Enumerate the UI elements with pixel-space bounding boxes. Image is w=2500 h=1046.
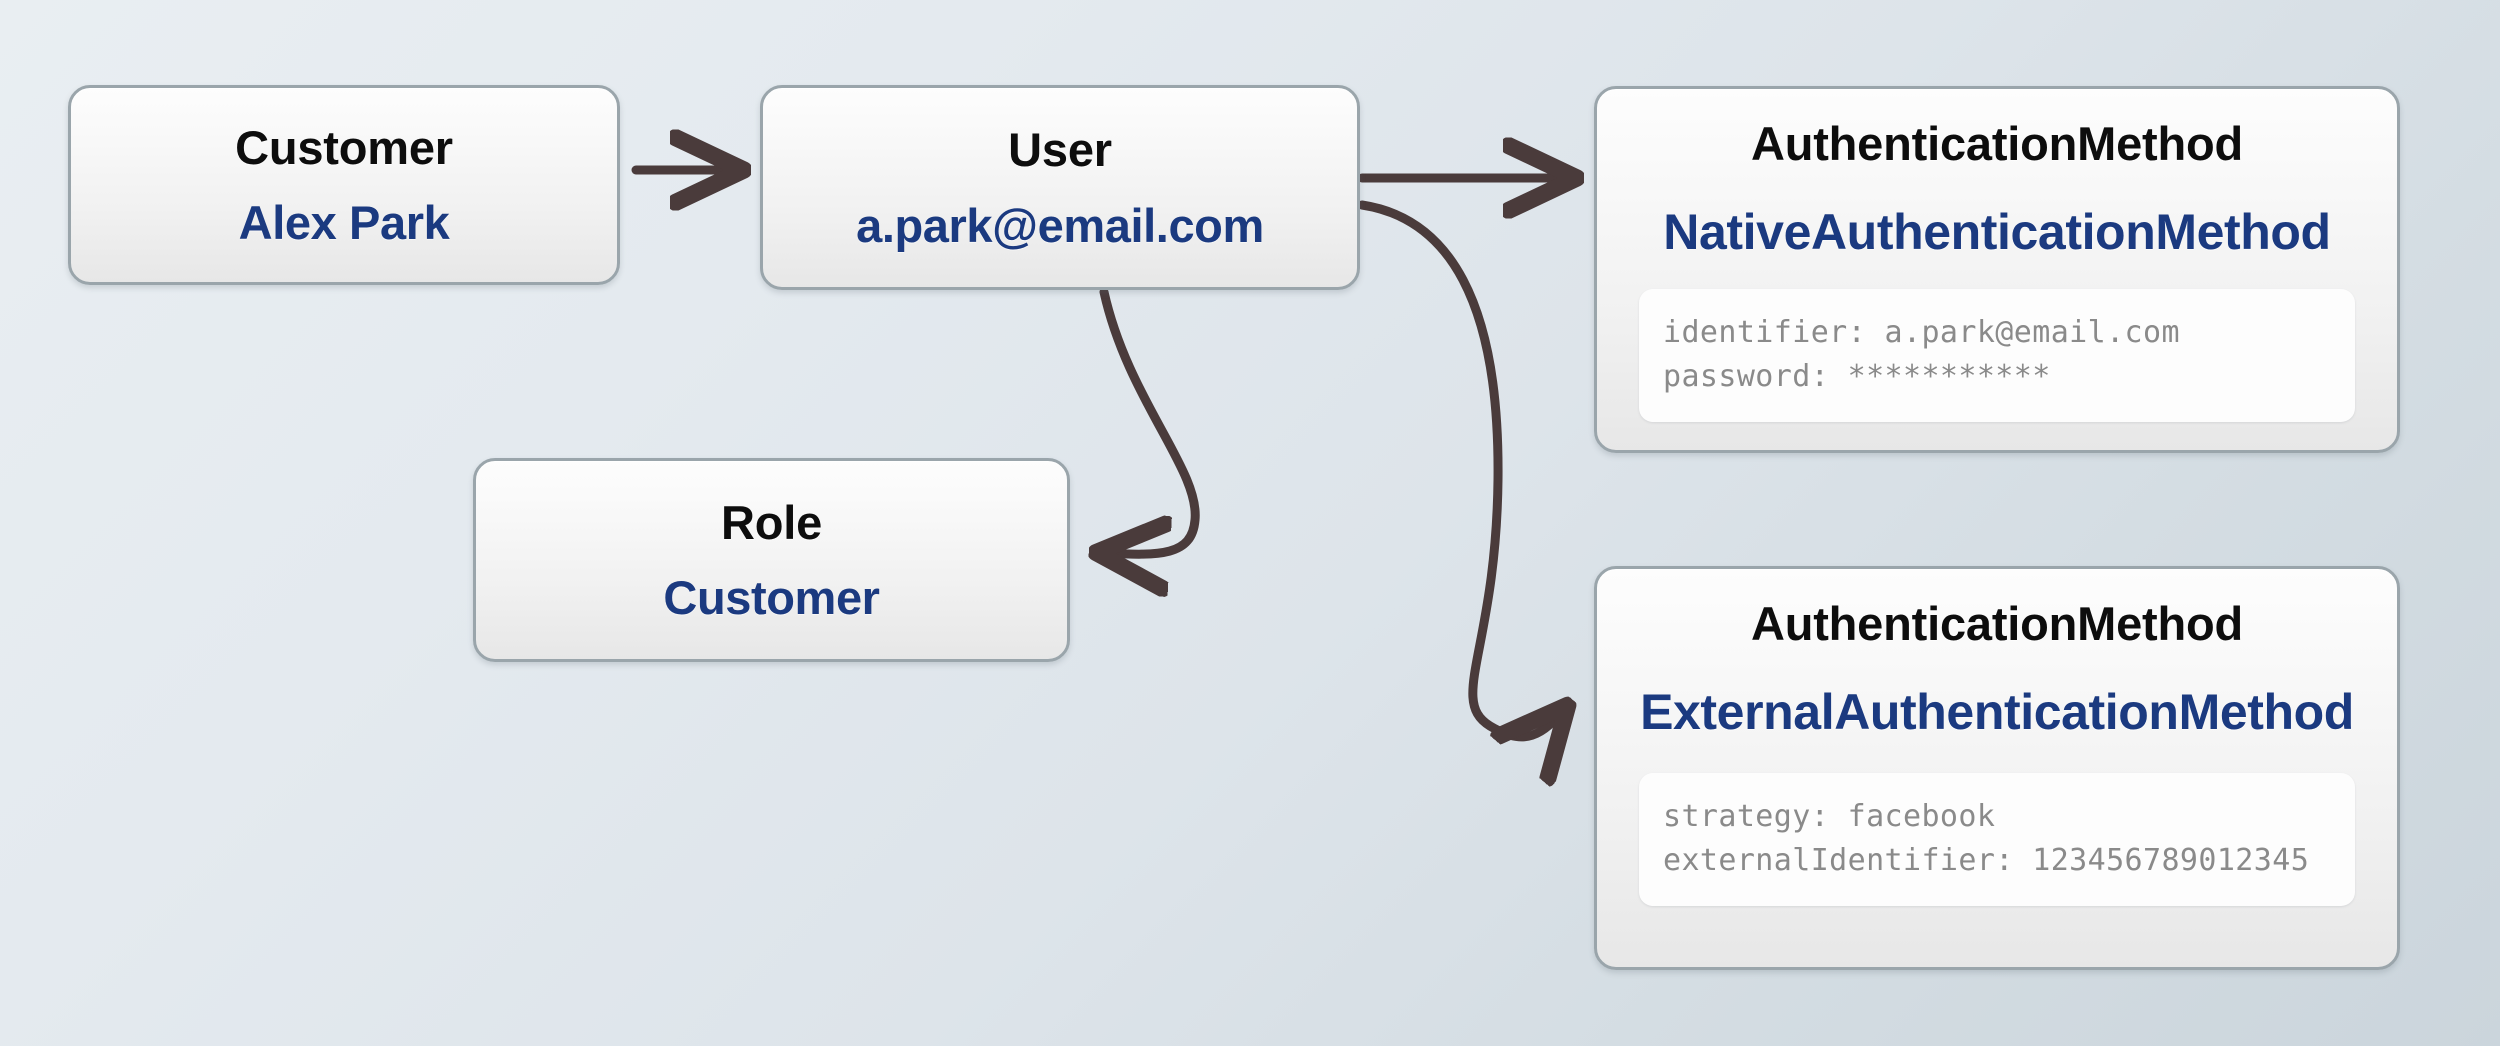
attribute-identifier: identifier: a.park@email.com [1663,315,2180,350]
node-external-auth-subtitle: ExternalAuthenticationMethod [1640,684,2354,741]
node-native-auth-title: AuthenticationMethod [1750,117,2244,170]
node-user[interactable]: User a.park@email.com [760,85,1360,290]
node-customer[interactable]: Customer Alex Park [68,85,620,285]
edge-user-to-role [1104,287,1200,554]
attribute-strategy: strategy: facebook [1663,799,1996,834]
node-user-title: User [1008,123,1112,177]
attribute-password: password: *********** [1663,358,2051,394]
node-native-auth-attributes: identifier: a.park@email.com password: *… [1639,289,2355,422]
node-role[interactable]: Role Customer [473,458,1070,662]
attribute-external-identifier: externalIdentifier: 123456789012345 [1663,842,2310,878]
node-native-auth[interactable]: AuthenticationMethod NativeAuthenticatio… [1594,86,2400,453]
edge-user-to-external-auth [1357,200,1562,737]
node-role-title: Role [720,495,823,549]
node-external-auth-title: AuthenticationMethod [1750,597,2244,650]
node-external-auth[interactable]: AuthenticationMethod ExternalAuthenticat… [1594,566,2400,970]
node-user-subtitle: a.park@email.com [856,198,1264,252]
node-customer-title: Customer [235,120,453,174]
node-native-auth-subtitle: NativeAuthenticationMethod [1663,204,2331,261]
node-role-subtitle: Customer [663,571,880,624]
node-external-auth-attributes: strategy: facebook externalIdentifier: 1… [1639,773,2355,906]
node-customer-subtitle: Alex Park [238,196,450,249]
